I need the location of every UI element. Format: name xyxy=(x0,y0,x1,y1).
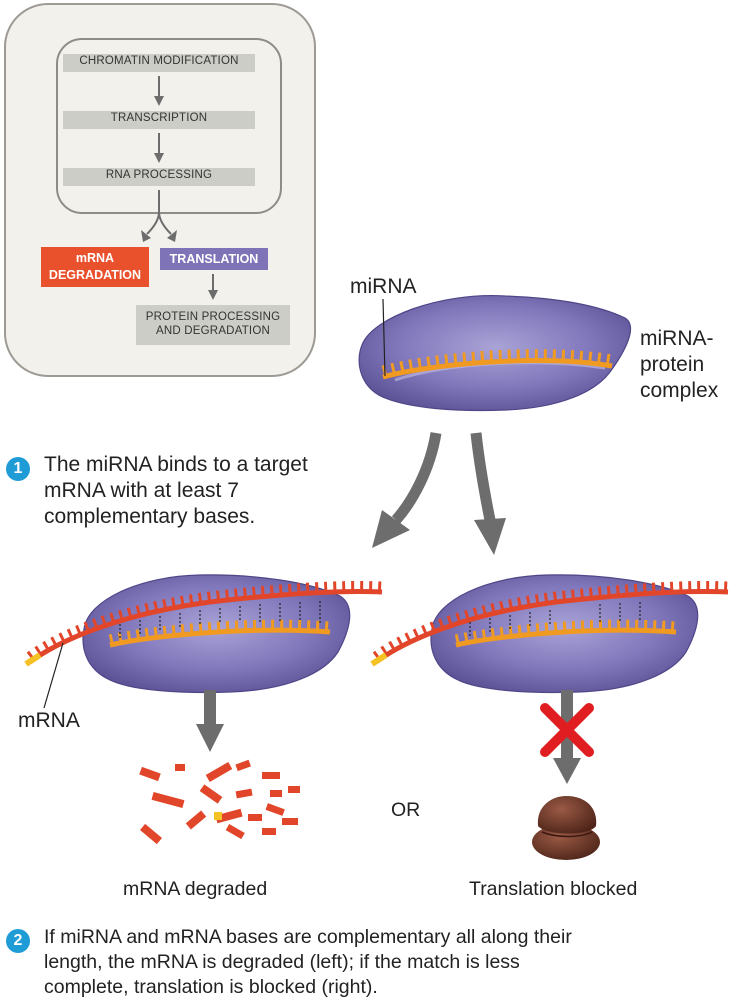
complex-label-line-2: protein xyxy=(640,353,705,376)
mrna-degradation-line-1: mRNA xyxy=(75,251,115,265)
degradation-arrow xyxy=(196,690,224,752)
step-2-line-1: If miRNA and mRNA bases are complementar… xyxy=(44,926,572,948)
binding-arrows xyxy=(372,432,506,555)
step-1-badge: 1 xyxy=(6,457,30,481)
step-2-badge: 2 xyxy=(6,929,30,953)
protein-processing-line-2: AND DEGRADATION xyxy=(156,325,270,337)
step-1-line-1: The miRNA binds to a target xyxy=(44,453,308,476)
or-label: OR xyxy=(391,799,421,821)
step-transcription: TRANSCRIPTION xyxy=(63,111,255,129)
mrna-degraded-caption: mRNA degraded xyxy=(123,878,268,900)
step-1-line-2: mRNA with at least 7 xyxy=(44,479,239,502)
mirna-label: miRNA xyxy=(350,275,417,298)
complex-label: miRNA- protein complex xyxy=(640,326,718,404)
step-2-line-2: length, the mRNA is degraded (left); if … xyxy=(44,951,520,973)
mrna-degradation-line-2: DEGRADATION xyxy=(48,268,142,282)
step-2-text: If miRNA and mRNA bases are complementar… xyxy=(44,925,572,1000)
protein-processing-line-1: PROTEIN PROCESSING xyxy=(145,311,281,323)
mrna-label: mRNA xyxy=(18,709,80,732)
step-2-line-3: complete, translation is blocked (right)… xyxy=(44,976,378,998)
step-1-text: The miRNA binds to a target mRNA with at… xyxy=(44,452,308,530)
mrna-fragments xyxy=(139,759,300,845)
complex-label-line-1: miRNA- xyxy=(640,327,714,350)
protein-processing-box: PROTEIN PROCESSING AND DEGRADATION xyxy=(136,305,290,345)
pathway-arrows xyxy=(141,76,218,300)
mirna-pointer-line xyxy=(382,298,386,377)
step-rna-processing: RNA PROCESSING xyxy=(63,168,255,186)
mrna-pointer-line xyxy=(43,642,64,709)
complex-label-line-3: complex xyxy=(640,379,719,402)
mirna-protein-complex xyxy=(358,294,632,412)
block-x-icon xyxy=(540,703,594,757)
translation-box: TRANSLATION xyxy=(160,248,268,270)
left-bound-complex xyxy=(24,574,383,709)
ribosome-icon xyxy=(532,796,600,860)
right-bound-complex xyxy=(370,574,729,694)
mirna-strand xyxy=(381,349,613,380)
step-chromatin-modification: CHROMATIN MODIFICATION xyxy=(63,54,255,72)
step-1-line-3: complementary bases. xyxy=(44,505,256,528)
translation-blocked-caption: Translation blocked xyxy=(469,878,638,900)
nucleus-region xyxy=(56,38,282,214)
mrna-degradation-box: mRNA DEGRADATION xyxy=(41,247,149,287)
